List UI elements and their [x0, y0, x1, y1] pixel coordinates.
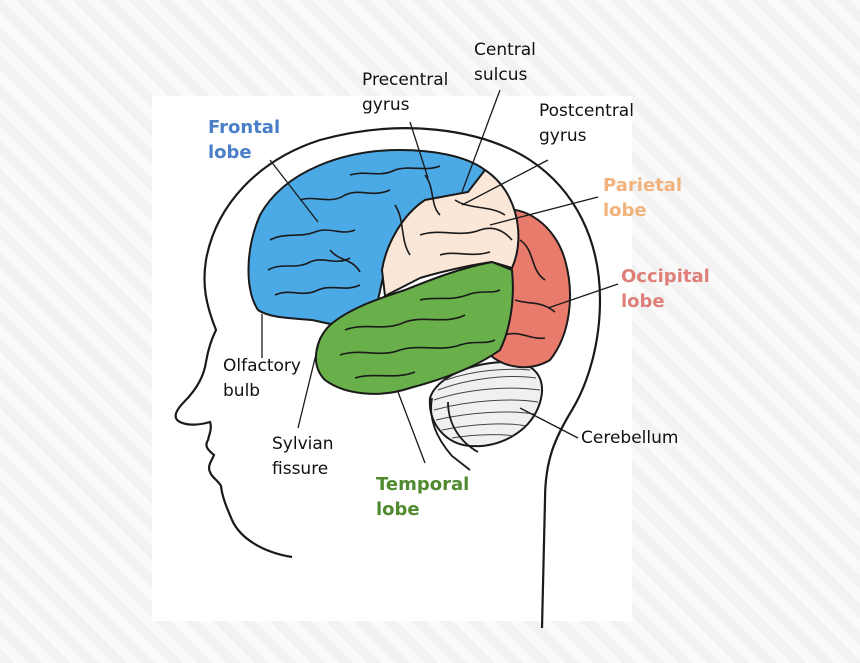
leader-lines	[261, 89, 619, 464]
frontal-lobe-label: Frontal lobe	[208, 117, 281, 163]
head-outline	[174, 127, 602, 629]
temporal-lobe	[314, 260, 514, 395]
occipital-lobe-label: Occipital lobe	[621, 266, 710, 312]
precentral-gyrus-label: Precentral gyrus	[362, 70, 449, 115]
postcentral-gyrus-label: Postcentral gyrus	[539, 101, 634, 146]
parietal-lobe-label: Parietal lobe	[603, 175, 683, 221]
gyri-lines	[267, 165, 556, 379]
sylvian-fissure-label: Sylvian fissure	[272, 434, 334, 479]
olfactory-bulb-label: Olfactory bulb	[223, 356, 301, 401]
temporal-lobe-label: Temporal lobe	[376, 474, 470, 520]
cerebellum-label: Cerebellum	[581, 428, 679, 448]
cerebellum-fill	[428, 360, 543, 448]
cerebellum-shape	[428, 360, 543, 448]
central-sulcus-label: Central sulcus	[474, 40, 536, 85]
brainstem	[430, 397, 479, 471]
